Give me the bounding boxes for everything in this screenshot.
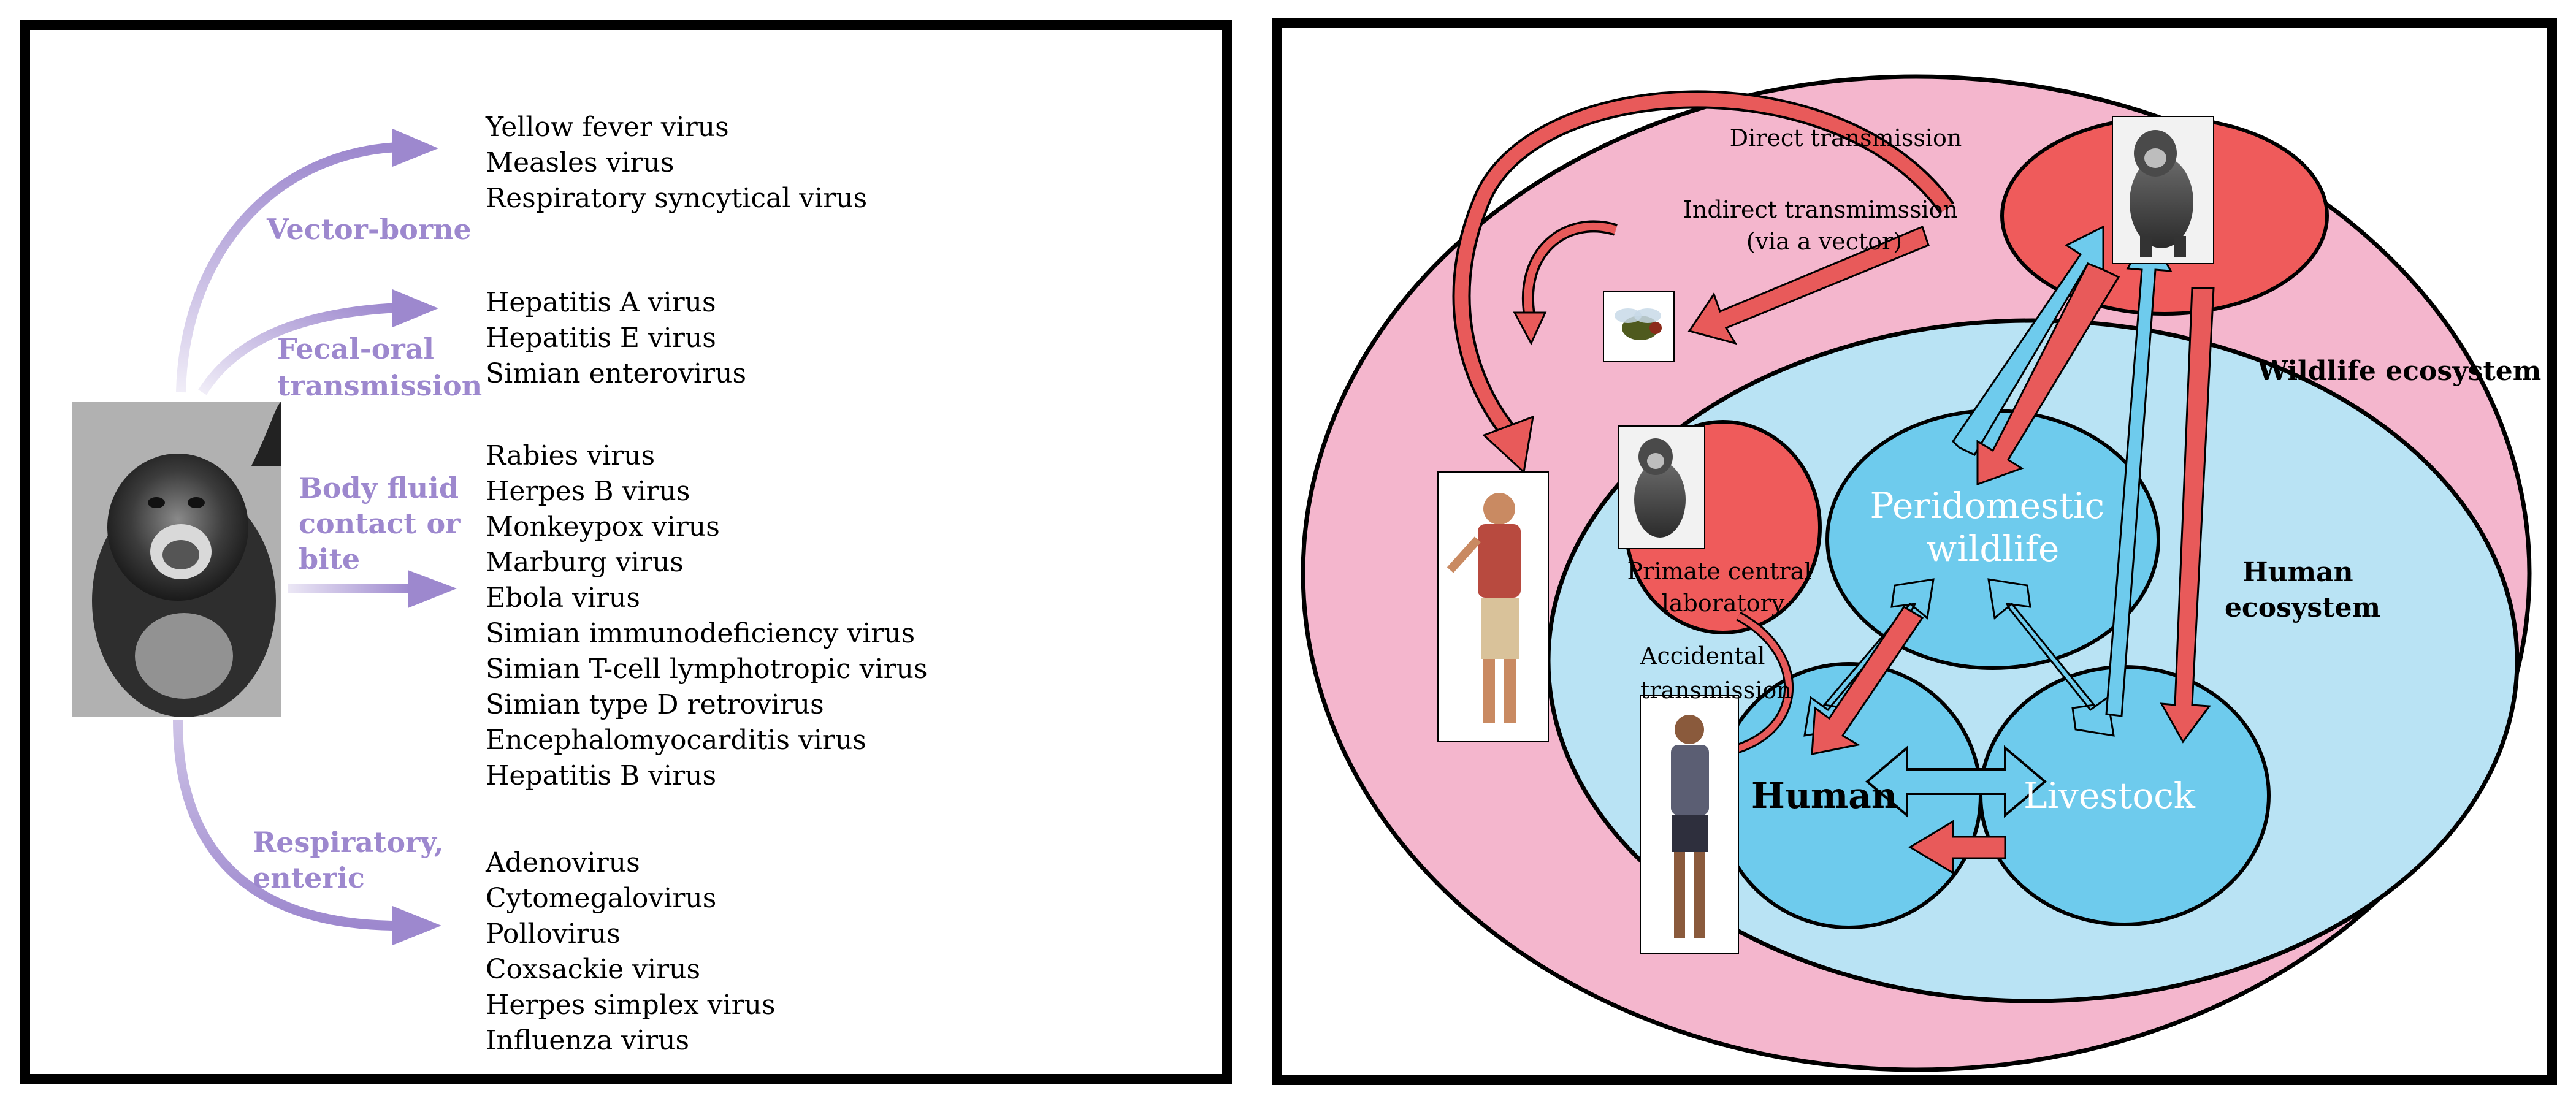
- wildlife-peridomestic-red-arrow: [1976, 262, 2120, 486]
- fly-icon: [1603, 291, 1675, 362]
- indirect-transmission-label: Indirect transmimssion (via a vector): [1683, 196, 1965, 255]
- accidental-transmission-label: Accidental transmission: [1640, 642, 1792, 704]
- route-label-respiratory: Respiratory, enteric: [253, 826, 454, 894]
- livestock-to-human-arrow: [1908, 820, 2006, 875]
- body-fluid-arrow: [288, 570, 457, 608]
- indirect-transmission-arrow: [1513, 220, 1930, 346]
- respiratory-arrow: [173, 720, 441, 945]
- virus-list-vector-borne: Yellow fever virus Measles virus Respira…: [485, 112, 867, 214]
- virus-list-fecal-oral: Hepatitis A virus Hepatitis E virus Simi…: [486, 287, 746, 389]
- route-label-vector-borne: Vector-borne: [266, 213, 472, 246]
- man-icon: [1437, 471, 1549, 742]
- wildlife-livestock-red-arrow: [2160, 287, 2215, 744]
- direct-transmission-label: Direct transmission: [1730, 124, 1962, 151]
- wildlife-monkey-icon: [2112, 116, 2214, 264]
- fecal-oral-arrow: [198, 289, 438, 395]
- monkey-photo: [72, 402, 281, 717]
- vector-borne-arrow: [176, 129, 438, 393]
- route-label-body-fluid: Body fluid contact or bite: [299, 471, 470, 576]
- wildlife-ecosystem-label: Wildlife ecosystem: [2257, 356, 2542, 387]
- livestock-label: Livestock: [2024, 775, 2196, 817]
- peridomestic-livestock-double-arrow: [1987, 578, 2115, 737]
- wildlife-peridomestic-blue-arrow: [1952, 225, 2104, 456]
- human-ecosystem-label: Human ecosystem: [2225, 557, 2380, 623]
- peridomestic-wildlife-label: Peridomestic wildlife: [1870, 485, 2116, 569]
- transmission-routes-diagram: Vector-borne Fecal-oral transmission Bod…: [72, 112, 936, 1056]
- human-livestock-double-arrow: [1865, 745, 2047, 818]
- virus-list-respiratory: Adenovirus Cytomegalovirus Pollovirus Co…: [485, 847, 784, 1056]
- peridomestic-to-human-arrow: [1811, 605, 1924, 755]
- route-label-fecal-oral: Fecal-oral transmission: [277, 332, 482, 402]
- human-label: Human: [1751, 775, 1897, 817]
- primate-lab-label: Primate central laboratory: [1627, 558, 1819, 617]
- direct-transmission-arrow: [1452, 90, 1955, 474]
- ecosystem-diagram: Direct transmission Indirect transmimssi…: [1301, 74, 2542, 1072]
- virus-list-body-fluid: Rabies virus Herpes B virus Monkeypox vi…: [486, 440, 936, 791]
- lab-monkey-icon: [1618, 425, 1705, 549]
- woman-icon: [1640, 695, 1739, 954]
